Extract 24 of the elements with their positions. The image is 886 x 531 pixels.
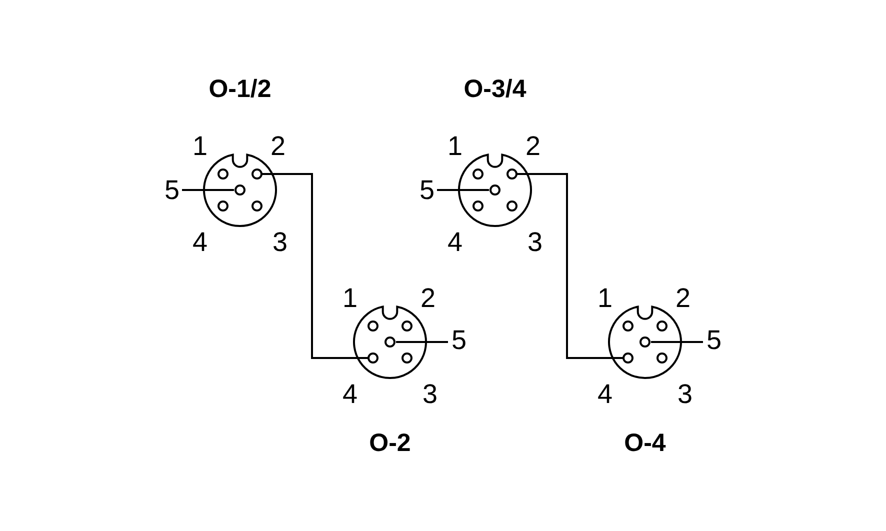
pin-number: 1 [191, 131, 209, 161]
pin-number: 1 [596, 283, 614, 313]
pin-number: 5 [163, 175, 181, 205]
pin-number: 2 [674, 283, 692, 313]
connector-label: O-3/4 [462, 75, 528, 103]
pin-number: 4 [596, 379, 614, 409]
pin-number: 4 [446, 227, 464, 257]
connector-label: O-4 [623, 429, 667, 457]
pin-number: 1 [341, 283, 359, 313]
pin-number: 3 [526, 227, 544, 257]
pin-number: 2 [524, 131, 542, 161]
pin-number: 2 [269, 131, 287, 161]
pin-number: 3 [421, 379, 439, 409]
connector-label: O-2 [368, 429, 412, 457]
pin-number: 1 [446, 131, 464, 161]
pin-number: 5 [418, 175, 436, 205]
pin-number: 4 [341, 379, 359, 409]
connector-label: O-1/2 [208, 75, 272, 103]
pin-number: 3 [676, 379, 694, 409]
pin-number: 4 [191, 227, 209, 257]
pin-number: 5 [705, 325, 723, 355]
pin-number: 3 [271, 227, 289, 257]
pin-number: 2 [419, 283, 437, 313]
pin-number: 5 [450, 325, 468, 355]
